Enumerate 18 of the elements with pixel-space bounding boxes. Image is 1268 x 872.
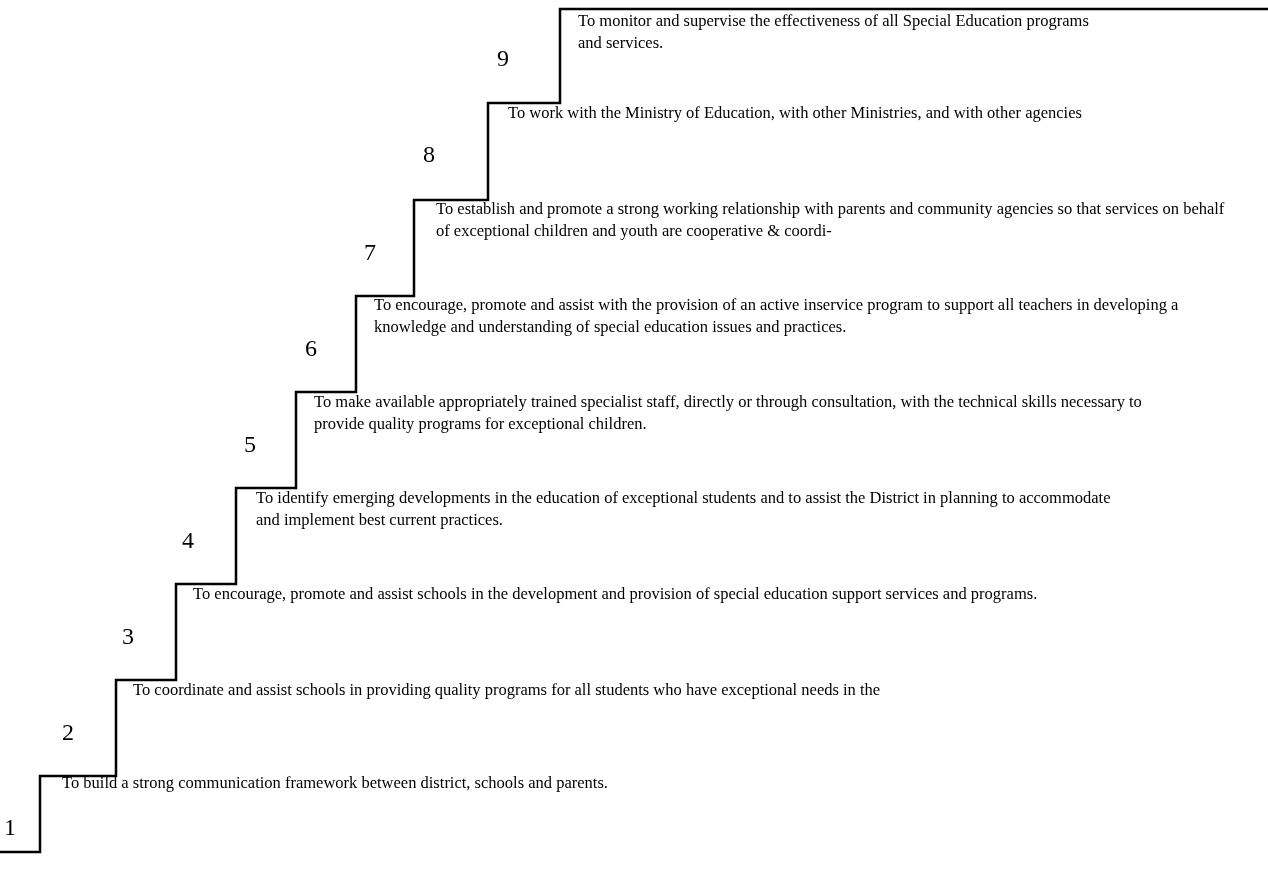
step-number: 2 — [62, 718, 74, 746]
step-number: 5 — [244, 430, 256, 458]
step-number: 8 — [423, 140, 435, 168]
step-number: 7 — [364, 238, 376, 266]
step-number: 3 — [122, 622, 134, 650]
step-description: To encourage, promote and assist schools in the development and provision of special education support services and programs. — [193, 583, 1039, 605]
step-description: To coordinate and assist schools in providing quality programs for all students who have exceptional needs in the — [133, 679, 882, 701]
step-description: To establish and promote a strong working relationship with parents and community agencies so that services on behalf of exceptional children and youth are cooperative & coordi- — [436, 198, 1226, 242]
step-description: To build a strong communication framework between district, schools and parents. — [62, 772, 608, 794]
step-description: To monitor and supervise the effectiveness of all Special Education programs and services. — [578, 10, 1090, 54]
step-description: To make available appropriately trained specialist staff, directly or through consultation, with the technical skills necessary to provide quality programs for exceptional children. — [314, 391, 1143, 435]
step-description: To work with the Ministry of Education, with other Ministries, and with other agencies — [508, 102, 1083, 124]
step-number: 1 — [4, 813, 16, 841]
step-description: To identify emerging developments in the education of exceptional students and to assist the District in planning to accommodate and implement best current practices. — [256, 487, 1111, 531]
step-description: To encourage, promote and assist with the provision of an active inservice program to support all teachers in developing a knowledge and understanding of special education issues and practices. — [374, 294, 1180, 338]
step-number: 9 — [497, 44, 509, 72]
step-number: 4 — [182, 526, 194, 554]
step-number: 6 — [305, 334, 317, 362]
